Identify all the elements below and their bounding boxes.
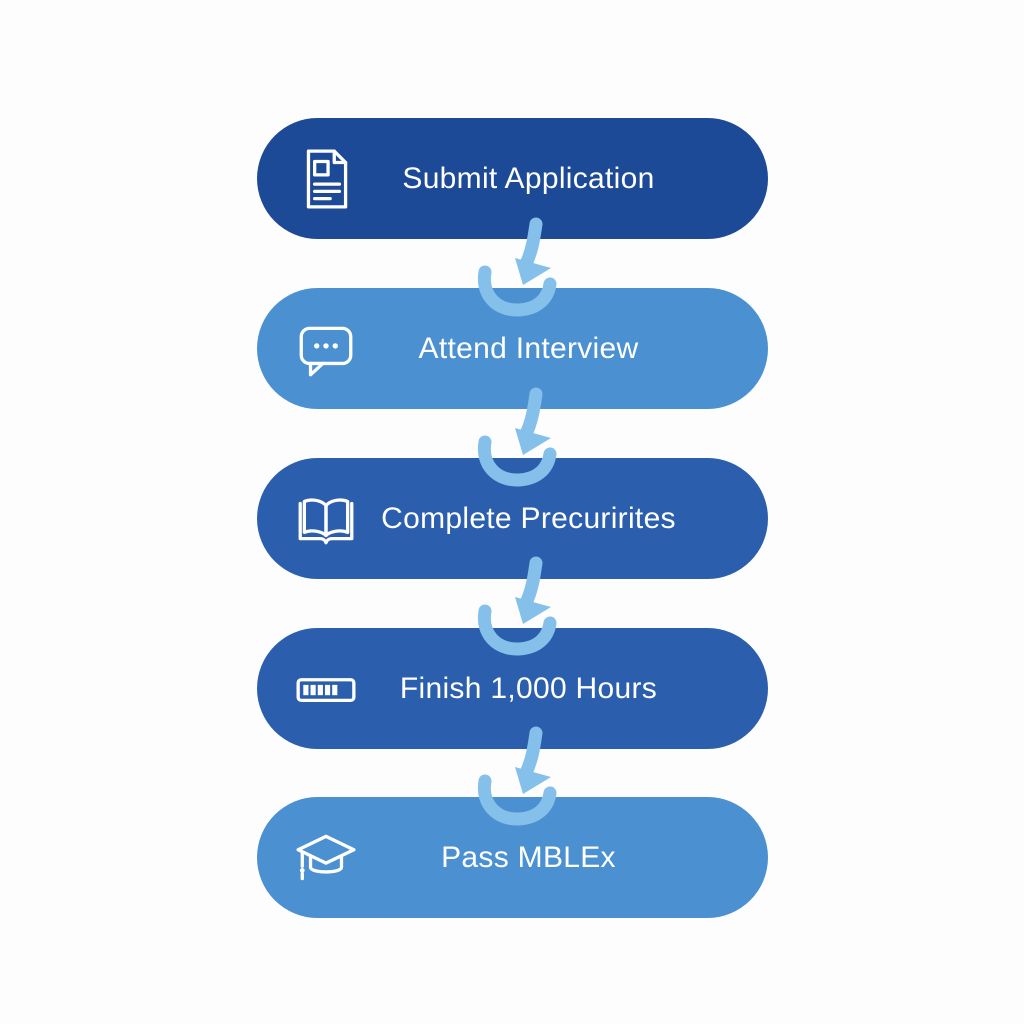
- arrow-down-icon: [452, 731, 592, 841]
- step-label: Pass MBLEx: [441, 840, 616, 874]
- chat-bubble-icon: [293, 316, 359, 382]
- step-label: Finish 1,000 Hours: [399, 671, 658, 705]
- graduation-cap-icon: [293, 825, 359, 891]
- open-book-icon: [293, 486, 359, 552]
- arrow-down-icon: [452, 561, 592, 671]
- document-icon: [293, 146, 359, 212]
- arrow-down-icon: [452, 392, 592, 502]
- step-label: Attend Interview: [418, 331, 639, 365]
- arrow-down-icon: [452, 222, 592, 332]
- step-label: Complete Precurirites: [381, 501, 676, 535]
- step-label: Submit Application: [402, 161, 655, 195]
- step-submit-application: Submit Application: [257, 118, 768, 239]
- step-attend-interview: Attend Interview: [257, 288, 768, 409]
- progress-bar-icon: [293, 656, 359, 722]
